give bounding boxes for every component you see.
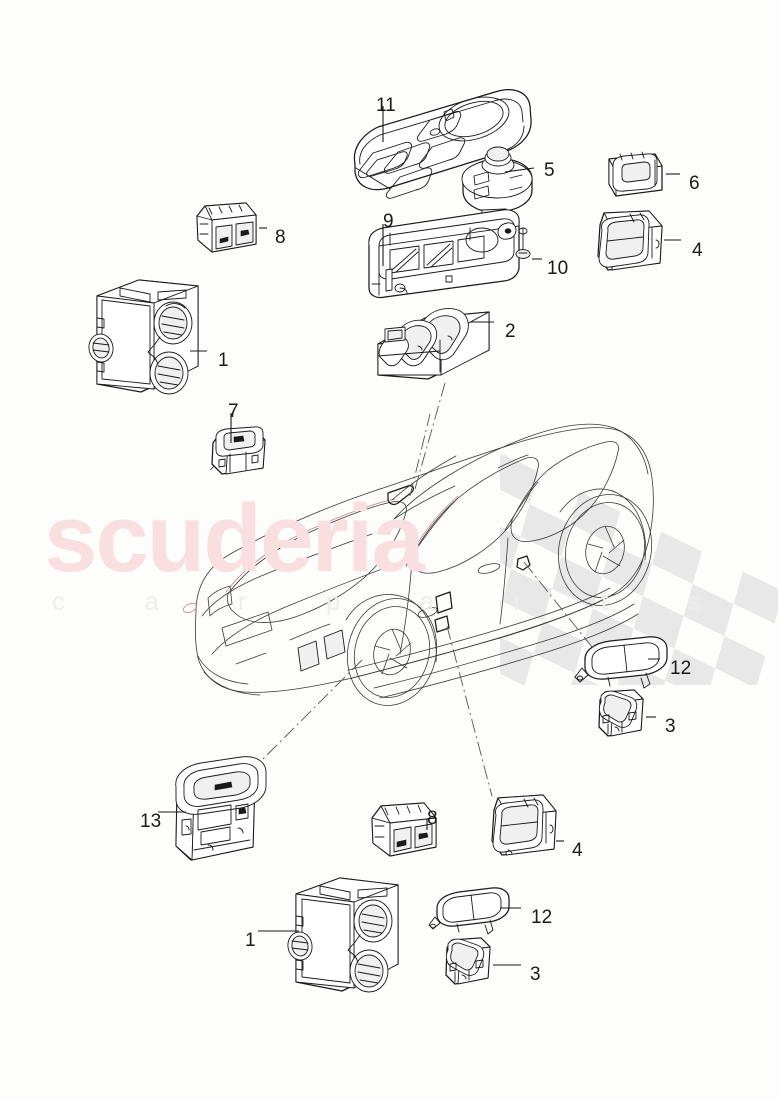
callout-number-1-seat-adjustment-switch-module: 1 [245, 930, 256, 951]
part-2-quad-window-switch-block [377, 308, 490, 380]
callout-number-8-twin-window-switch: 8 [427, 808, 438, 829]
part-13-rear-seat-switch-module [175, 756, 267, 861]
part-3-compact-rocker-switch-lower [445, 937, 491, 985]
part-9-switch-carrier-housing [368, 209, 520, 299]
callout-number-11-switch-trim-panel: 11 [376, 95, 396, 116]
part-12-switch-bezel-trim-upper [574, 636, 668, 689]
part-1-seat-switch-module-upper [88, 279, 199, 395]
callout-number-12-switch-bezel-trim: 12 [531, 907, 553, 928]
callout-number-5-rotary-mirror-switch: 5 [544, 160, 555, 181]
part-4-window-lifter-switch-lower [491, 794, 557, 856]
part-5-rotary-mirror-switch [461, 146, 533, 230]
part-3-compact-rocker-switch-upper [598, 689, 644, 737]
checkered-flag-watermark [500, 455, 778, 685]
callout-number-6-single-rocker-switch: 6 [689, 173, 700, 194]
callout-number-7-single-window-switch: 7 [228, 401, 239, 422]
part-6-single-rocker-switch [608, 151, 663, 197]
part-8-twin-window-switch-upper [196, 202, 257, 253]
vehicle-illustration [182, 423, 654, 706]
callout-number-4-window-lifter-switch: 4 [572, 840, 583, 861]
part-1-seat-switch-module-lower [287, 877, 399, 993]
callout-number-9-switch-carrier-housing: 9 [383, 211, 394, 232]
callout-number-3-compact-rocker-switch: 3 [665, 716, 676, 737]
part-10-fixing-screw [515, 227, 531, 259]
part-11-switch-trim-panel [353, 89, 532, 199]
part-4-window-lifter-switch-upper [597, 210, 663, 271]
leader-5 [504, 167, 535, 173]
part-8-twin-window-switch-lower [371, 802, 437, 857]
callout-number-4-window-lifter-switch: 4 [692, 240, 703, 261]
callout-number-3-compact-rocker-switch: 3 [530, 964, 541, 985]
part-12-switch-bezel-trim-lower [428, 887, 510, 935]
callout-number-12-switch-bezel-trim: 12 [670, 658, 692, 679]
callout-number-13-rear-seat-switch-module: 13 [140, 811, 162, 832]
callout-number-10-fixing-screw: 10 [547, 258, 569, 279]
part-7-single-window-switch [211, 426, 266, 475]
callout-number-1-seat-adjustment-switch-module: 1 [218, 350, 229, 371]
callout-number-2-quad-window-switch-block: 2 [505, 321, 516, 342]
callout-number-8-twin-window-switch: 8 [275, 227, 286, 248]
